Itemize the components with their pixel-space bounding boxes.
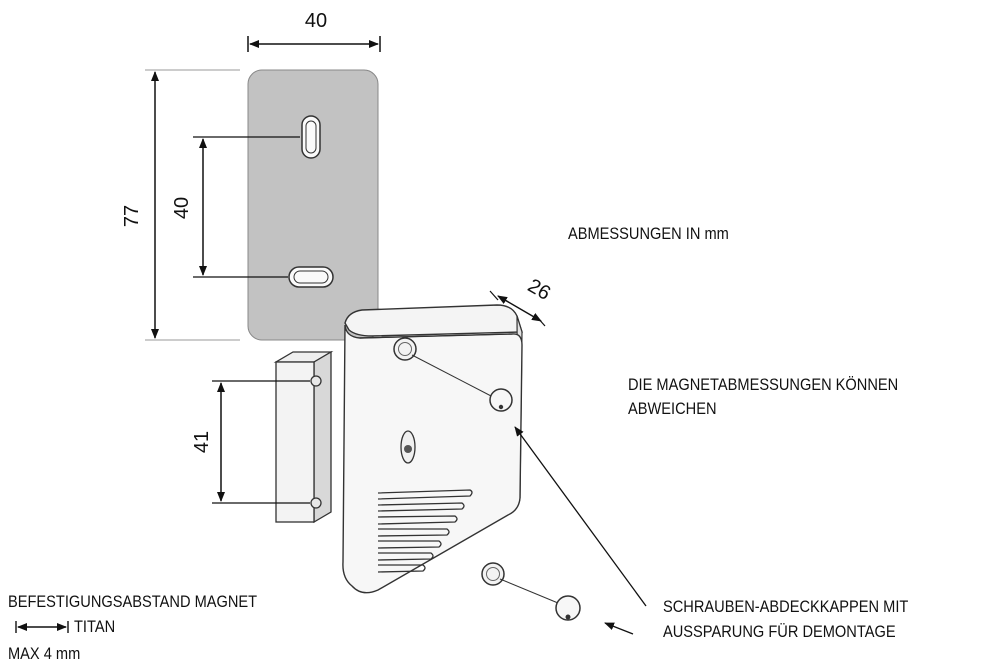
dimension-width-label: 40 <box>305 10 327 32</box>
dimension-magnet-spacing <box>212 380 310 504</box>
bottom-slot <box>288 266 334 288</box>
dimension-slot-spacing <box>193 136 300 278</box>
dimension-depth-label: 26 <box>524 275 554 305</box>
screw-cap-bottom <box>499 578 581 621</box>
gap-titan-label: TITAN <box>74 617 116 636</box>
magnet-note-line2: ABWEICHEN <box>628 399 717 418</box>
magnet <box>273 350 334 524</box>
caps-note-line2: AUSSPARUNG FÜR DEMONTAGE <box>663 622 896 641</box>
gap-max-label: MAX 4 mm <box>8 644 81 663</box>
gap-title: BEFESTIGUNGSABSTAND MAGNET <box>8 592 258 611</box>
leader-arrow-caps <box>514 426 647 607</box>
dimension-slot-spacing-label: 40 <box>171 197 193 219</box>
dimension-magnet-spacing-label: 41 <box>191 431 213 453</box>
screw-cap-top <box>411 354 513 412</box>
led-window <box>400 430 416 464</box>
screw-hole-bottom-left <box>481 562 505 586</box>
caps-note-line1: SCHRAUBEN-ABDECKKAPPEN MIT <box>663 597 909 616</box>
leader-arrow-demontage <box>604 622 634 635</box>
units-note: ABMESSUNGEN IN mm <box>568 224 729 243</box>
screw-hole-top-left <box>393 337 417 361</box>
contact-housing <box>342 304 523 594</box>
dimension-width <box>247 36 381 52</box>
mounting-plate <box>247 69 379 341</box>
top-slot <box>301 115 321 159</box>
vent-slots <box>377 489 473 573</box>
dimension-height-label: 77 <box>121 205 143 227</box>
dimension-depth <box>489 290 546 327</box>
magnet-note-line1: DIE MAGNETABMESSUNGEN KÖNNEN <box>628 375 899 394</box>
gap-arrow-icon <box>15 621 69 633</box>
dimension-height <box>145 69 240 341</box>
